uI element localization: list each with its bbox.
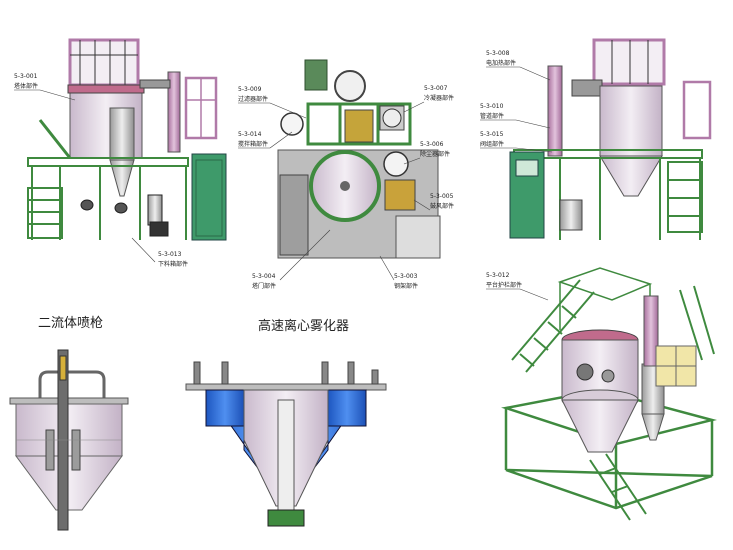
svg-text:5-3-008: 5-3-008 xyxy=(486,50,510,57)
svg-text:管道部件: 管道部件 xyxy=(480,112,504,120)
label-5-3-006: 5-3-006 除尘器部件 xyxy=(403,141,450,165)
rear-tower-body xyxy=(599,85,663,157)
electric-heater xyxy=(547,65,563,157)
heater-column xyxy=(167,71,181,153)
svg-text:5-3-012: 5-3-012 xyxy=(486,272,510,279)
two-fluid-nozzle-section xyxy=(9,349,129,531)
svg-text:5-3-007: 5-3-007 xyxy=(424,85,448,92)
front-elevation-view xyxy=(27,38,227,241)
svg-text:5-3-015: 5-3-015 xyxy=(480,131,504,138)
iso-heater xyxy=(643,295,659,367)
centrifugal-atomizer-section xyxy=(185,361,387,527)
svg-text:除尘器部件: 除尘器部件 xyxy=(420,150,450,158)
isometric-view xyxy=(501,267,717,521)
svg-text:5-3-004: 5-3-004 xyxy=(252,273,276,280)
svg-text:5-3-010: 5-3-010 xyxy=(480,103,504,110)
iso-stairs xyxy=(511,279,647,521)
svg-text:搅拌箱部件: 搅拌箱部件 xyxy=(238,140,268,148)
svg-text:5-3-001: 5-3-001 xyxy=(14,73,38,80)
filter-gauge xyxy=(280,112,304,136)
svg-text:5-3-014: 5-3-014 xyxy=(238,131,262,138)
steel-frame xyxy=(27,119,189,240)
svg-text:塔体部件: 塔体部件 xyxy=(14,82,38,90)
control-cabinet xyxy=(191,153,227,241)
cyclone-cone xyxy=(109,159,135,197)
label-5-3-001: 5-3-001 塔体部件 xyxy=(14,73,76,101)
duct xyxy=(139,79,171,89)
label-5-3-013: 5-3-013 下料箱部件 xyxy=(131,237,188,268)
piping xyxy=(571,79,603,97)
svg-text:冷凝器部件: 冷凝器部件 xyxy=(424,94,454,102)
rear-elevation-view xyxy=(509,38,712,240)
label-5-3-004: 5-3-004 塔门部件 xyxy=(252,229,331,290)
top-platform-railing xyxy=(68,38,140,87)
side-frame xyxy=(306,102,412,146)
label-5-3-012: 5-3-012 平台护栏部件 xyxy=(486,272,549,301)
svg-text:过滤器部件: 过滤器部件 xyxy=(238,95,268,103)
side-elevation-view xyxy=(277,59,441,259)
svg-text:塔门部件: 塔门部件 xyxy=(252,282,276,290)
svg-text:5-3-013: 5-3-013 xyxy=(158,251,182,258)
label-5-3-008: 5-3-008 电加热部件 xyxy=(486,50,551,81)
caption-two-fluid-nozzle: 二流体喷枪 xyxy=(38,315,103,331)
top-ring xyxy=(334,70,366,102)
svg-text:5-3-003: 5-3-003 xyxy=(394,273,418,280)
svg-text:平台护栏部件: 平台护栏部件 xyxy=(486,281,522,289)
rear-tower-cone xyxy=(599,155,663,197)
svg-text:钢架部件: 钢架部件 xyxy=(394,282,418,290)
svg-text:下料箱部件: 下料箱部件 xyxy=(158,260,188,268)
label-5-3-015: 5-3-015 阀组部件 xyxy=(480,131,553,153)
upper-box xyxy=(304,59,328,91)
svg-text:5-3-009: 5-3-009 xyxy=(238,86,262,93)
label-5-3-007: 5-3-007 冷凝器部件 xyxy=(403,85,454,113)
atomizer-spindle xyxy=(277,399,295,519)
rear-frame xyxy=(513,149,703,240)
caption-atomizer: 高速离心雾化器 xyxy=(258,318,349,334)
dust-gauge xyxy=(383,151,409,177)
label-5-3-005: 5-3-005 鼓风部件 xyxy=(413,193,454,211)
svg-text:鼓风部件: 鼓风部件 xyxy=(430,202,454,210)
svg-text:5-3-006: 5-3-006 xyxy=(420,141,444,148)
label-5-3-010: 5-3-010 管道部件 xyxy=(480,103,551,129)
tower-top-band xyxy=(67,84,145,94)
svg-text:阀组部件: 阀组部件 xyxy=(480,140,504,148)
label-5-3-009: 5-3-009 过滤器部件 xyxy=(238,86,307,119)
svg-text:电加热部件: 电加热部件 xyxy=(486,59,516,67)
filter-box xyxy=(344,109,374,143)
label-5-3-003: 5-3-003 钢架部件 xyxy=(379,255,418,290)
svg-text:5-3-005: 5-3-005 xyxy=(430,193,454,200)
discharge-hoppers xyxy=(80,194,169,237)
label-5-3-014: 5-3-014 搅拌箱部件 xyxy=(238,131,293,149)
blower xyxy=(384,179,416,211)
cyclone-body xyxy=(109,107,135,161)
